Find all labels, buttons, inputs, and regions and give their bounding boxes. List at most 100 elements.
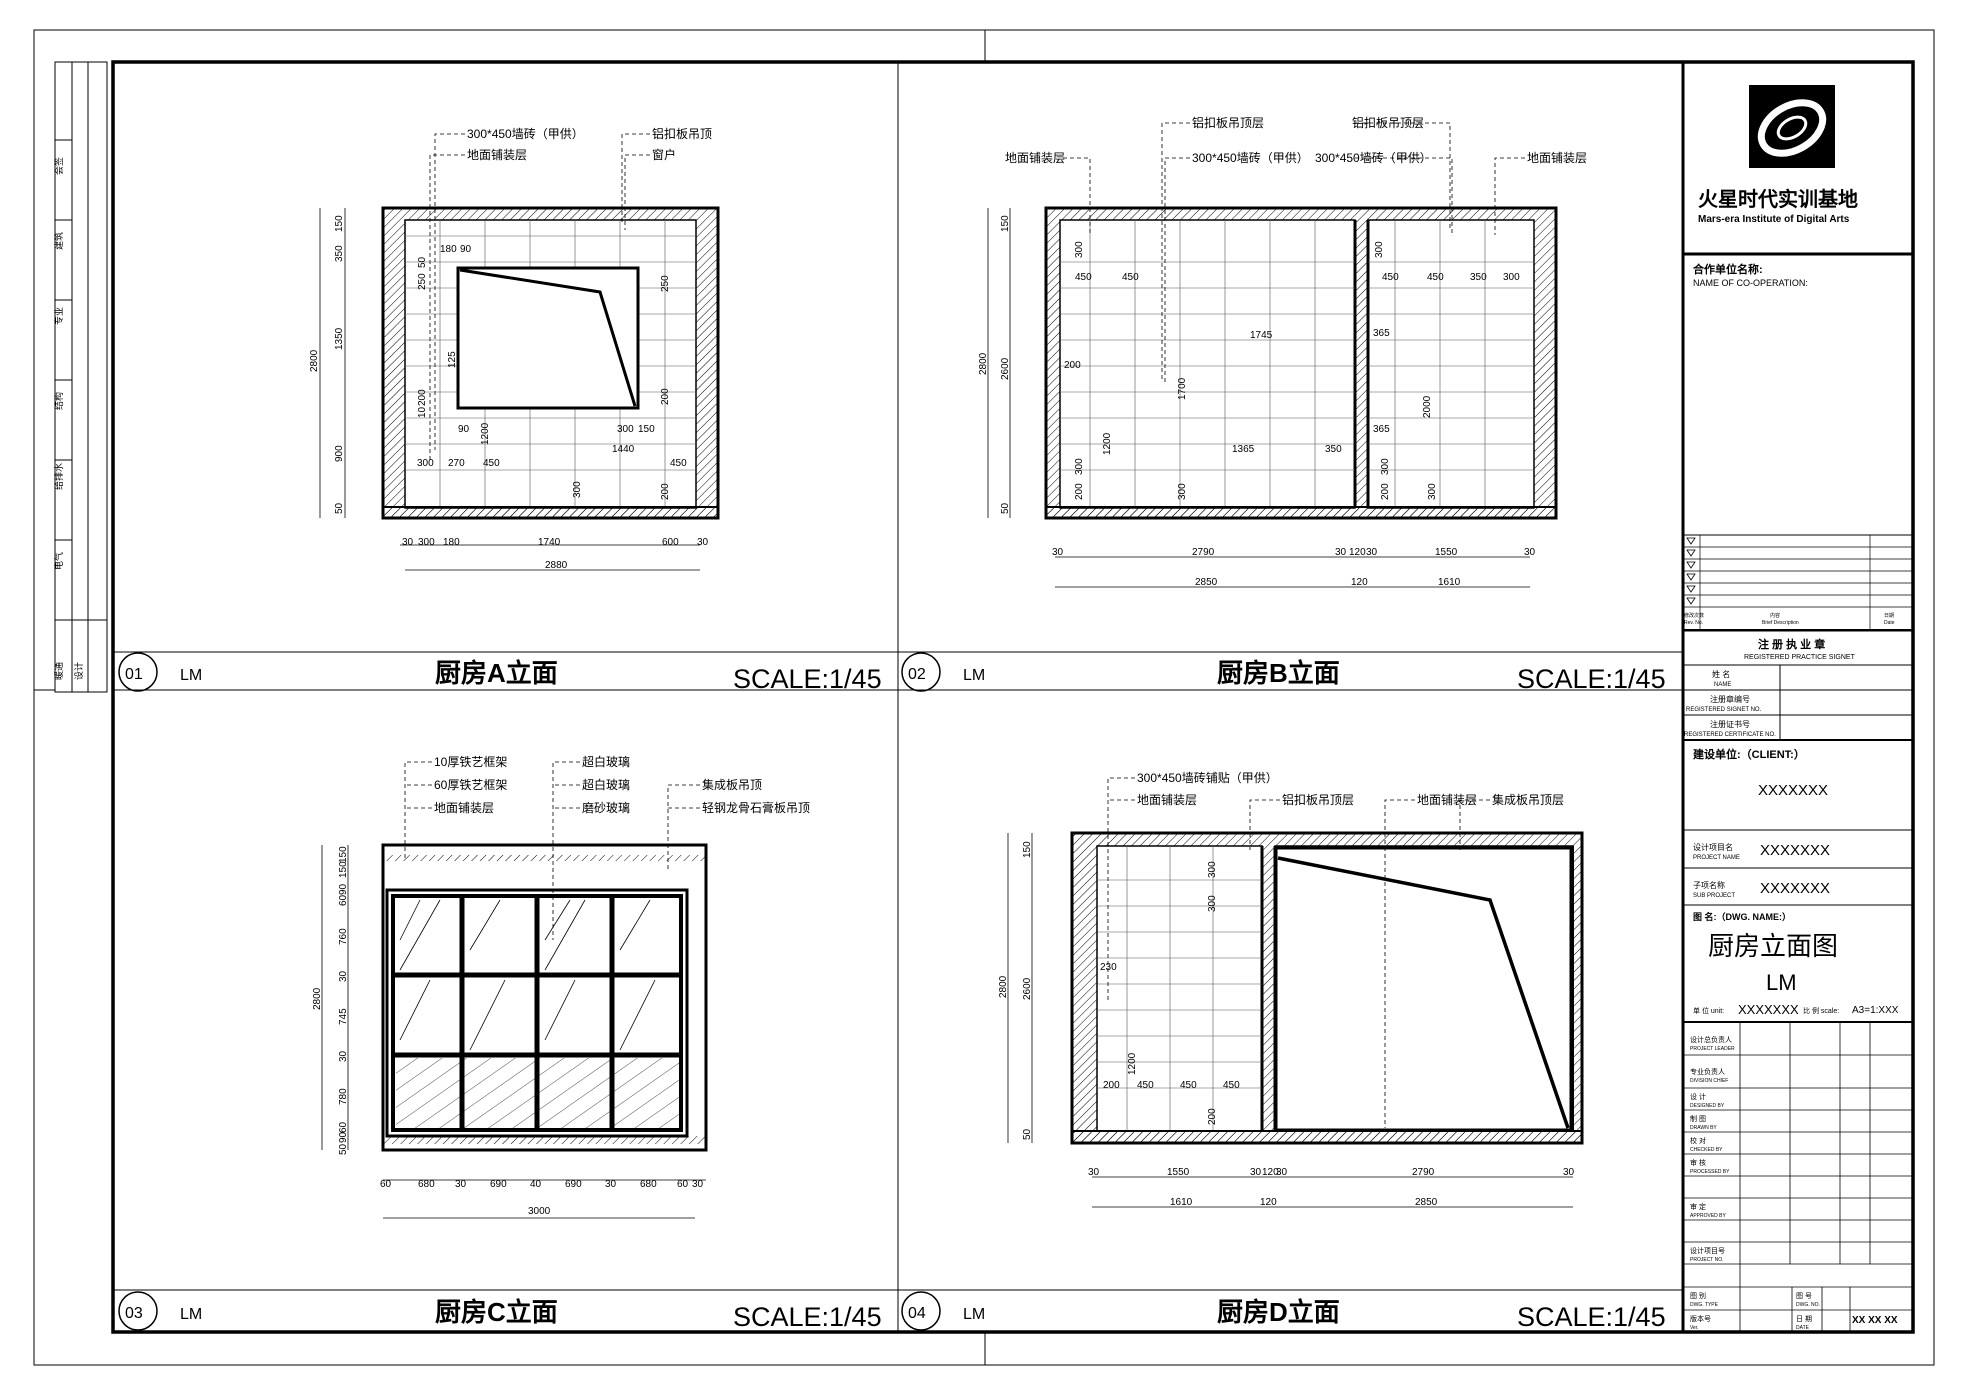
dim: 680 — [418, 1179, 435, 1190]
dwg-label: 图 名:（DWG. NAME:） — [1693, 911, 1791, 922]
dim-height: 2800 — [998, 975, 1009, 998]
role-label-en: DRAWN BY — [1690, 1125, 1717, 1131]
dim: 200 — [1074, 483, 1085, 500]
sub-label: 子项名称 — [1693, 880, 1725, 890]
strip-label: 设计 — [73, 662, 84, 680]
dim: 50 — [1022, 1128, 1033, 1140]
panel-number: 02 — [908, 666, 926, 683]
dim: 50 — [1000, 502, 1011, 514]
dim: 200 — [1064, 360, 1081, 371]
dim: 30 — [402, 537, 414, 548]
dim: 300 — [1380, 458, 1391, 475]
ver-label: 版本号 — [1690, 1314, 1711, 1323]
dim: 300 — [1427, 483, 1438, 500]
dim: 780 — [338, 1088, 349, 1105]
label-floor-finish: 地面铺装层 — [434, 801, 494, 815]
panel-title: 厨房B立面 — [1217, 658, 1340, 688]
label-aluminum-ceiling: 铝扣板吊顶层 — [1282, 792, 1354, 807]
dim: 690 — [490, 1179, 507, 1190]
dwg-name: 厨房立面图 — [1708, 931, 1838, 961]
panel-code: LM — [963, 1306, 985, 1323]
reg-row-en: REGISTERED SIGNET NO. — [1686, 707, 1762, 713]
label-wall-tile: 300*450墙砖（甲供） — [1315, 150, 1432, 165]
dim: 30 — [338, 1050, 349, 1062]
type-label-en: DWG. TYPE — [1690, 1302, 1719, 1308]
dim: 300 — [572, 481, 583, 498]
dim: 900 — [334, 445, 345, 462]
role-label: 制 图 — [1690, 1114, 1706, 1123]
dim: 150 — [1000, 215, 1011, 232]
dim-total: 120 — [1351, 577, 1368, 588]
dim: 10 — [417, 406, 428, 418]
dim: 350 — [1325, 444, 1342, 455]
label-floor-finish: 地面铺装层 — [1137, 793, 1197, 807]
panel-c-elevation: 10厚铁艺框架 60厚铁艺框架 地面铺装层 超白玻璃 超白玻璃 磨砂玻璃 集成板… — [113, 754, 898, 1332]
reg-row: 注册证书号 — [1710, 719, 1750, 729]
left-strip: 专业 会签 建筑 结构 给排水 电气 暖通 设计 — [53, 61, 108, 693]
outer-frame — [33, 29, 1935, 1366]
dim: 450 — [1180, 1080, 1197, 1091]
dim: 2790 — [1192, 547, 1215, 558]
panel-scale: SCALE:1/45 — [733, 1302, 882, 1332]
dim-total: 3000 — [528, 1206, 551, 1217]
client-value: XXXXXXX — [1758, 782, 1828, 799]
dim-height: 2800 — [312, 987, 323, 1010]
dim: 1200 — [1102, 432, 1113, 455]
dim: 690 — [565, 1179, 582, 1190]
dim: 30 — [1088, 1167, 1100, 1178]
dim: 1550 — [1167, 1167, 1190, 1178]
role-label-en: APPROVED BY — [1690, 1213, 1727, 1219]
role-label-en: CHECKED BY — [1690, 1147, 1723, 1153]
dim: 90 — [338, 883, 349, 895]
dim: 60 — [338, 894, 349, 906]
dim: 1200 — [1127, 1052, 1138, 1075]
dim: 180 — [443, 537, 460, 548]
rev-col-en: Rev. No. — [1684, 620, 1703, 626]
dim-total: 1610 — [1438, 577, 1461, 588]
label-aluminum-ceiling: 铝扣板吊顶层 — [1192, 115, 1264, 130]
dim: 365 — [1373, 328, 1390, 339]
dim: 300 — [418, 537, 435, 548]
panel-title: 厨房C立面 — [435, 1297, 558, 1327]
dim: 1745 — [1250, 330, 1273, 341]
label-clear-glass: 超白玻璃 — [582, 754, 630, 769]
label-wall-tile: 300*450墙砖（甲供） — [1192, 150, 1309, 165]
label-integrated-ceiling: 集成板吊顶层 — [1492, 792, 1564, 807]
dim: 2000 — [1422, 395, 1433, 418]
dim: 50 — [417, 256, 428, 268]
no-label: 图 号 — [1796, 1292, 1812, 1300]
strip-label: 暖通 — [53, 662, 64, 680]
rev-col: 内容 — [1770, 612, 1780, 619]
dim: 450 — [1382, 272, 1399, 283]
dim: 120 — [1349, 547, 1366, 558]
label-clear-glass: 超白玻璃 — [582, 777, 630, 792]
dim: 300 — [1177, 483, 1188, 500]
coop-label: 合作单位名称: — [1693, 262, 1763, 276]
panel-title: 厨房D立面 — [1217, 1297, 1340, 1327]
label-floor-finish: 地面铺装层 — [467, 148, 527, 162]
dim: 2790 — [1412, 1167, 1435, 1178]
strip-label: 建筑 — [53, 232, 64, 250]
dim-total: 2880 — [545, 560, 568, 571]
dim: 60 — [380, 1179, 392, 1190]
dim: 30 — [697, 537, 709, 548]
panel-scale: SCALE:1/45 — [1517, 664, 1666, 694]
panel-d-elevation: 300*450墙砖铺贴（甲供） 地面铺装层 铝扣板吊顶层 地面铺装层 集成板吊顶… — [898, 770, 1683, 1332]
dim: 150 — [638, 424, 655, 435]
dim: 30 — [338, 970, 349, 982]
dim: 300 — [1374, 241, 1385, 258]
dim: 745 — [338, 1008, 349, 1025]
label-iron-frame: 10厚铁艺框架 — [434, 755, 507, 769]
ver-label-en: Ver. — [1690, 1325, 1699, 1331]
unit-value: XXXXXXX — [1738, 1002, 1799, 1017]
dim-total: 2850 — [1195, 577, 1218, 588]
project-value: XXXXXXX — [1760, 842, 1830, 859]
dim: 30 — [1366, 547, 1378, 558]
client-label: 建设单位:（CLIENT:） — [1693, 747, 1805, 761]
dim: 200 — [417, 389, 428, 406]
strip-label: 结构 — [53, 392, 64, 410]
dim: 230 — [1100, 962, 1117, 973]
label-aluminum-ceiling: 铝扣板吊顶 — [652, 126, 712, 141]
reg-row: 注册章编号 — [1710, 694, 1750, 704]
role-label-en: PROJECT NO. — [1690, 1257, 1724, 1263]
